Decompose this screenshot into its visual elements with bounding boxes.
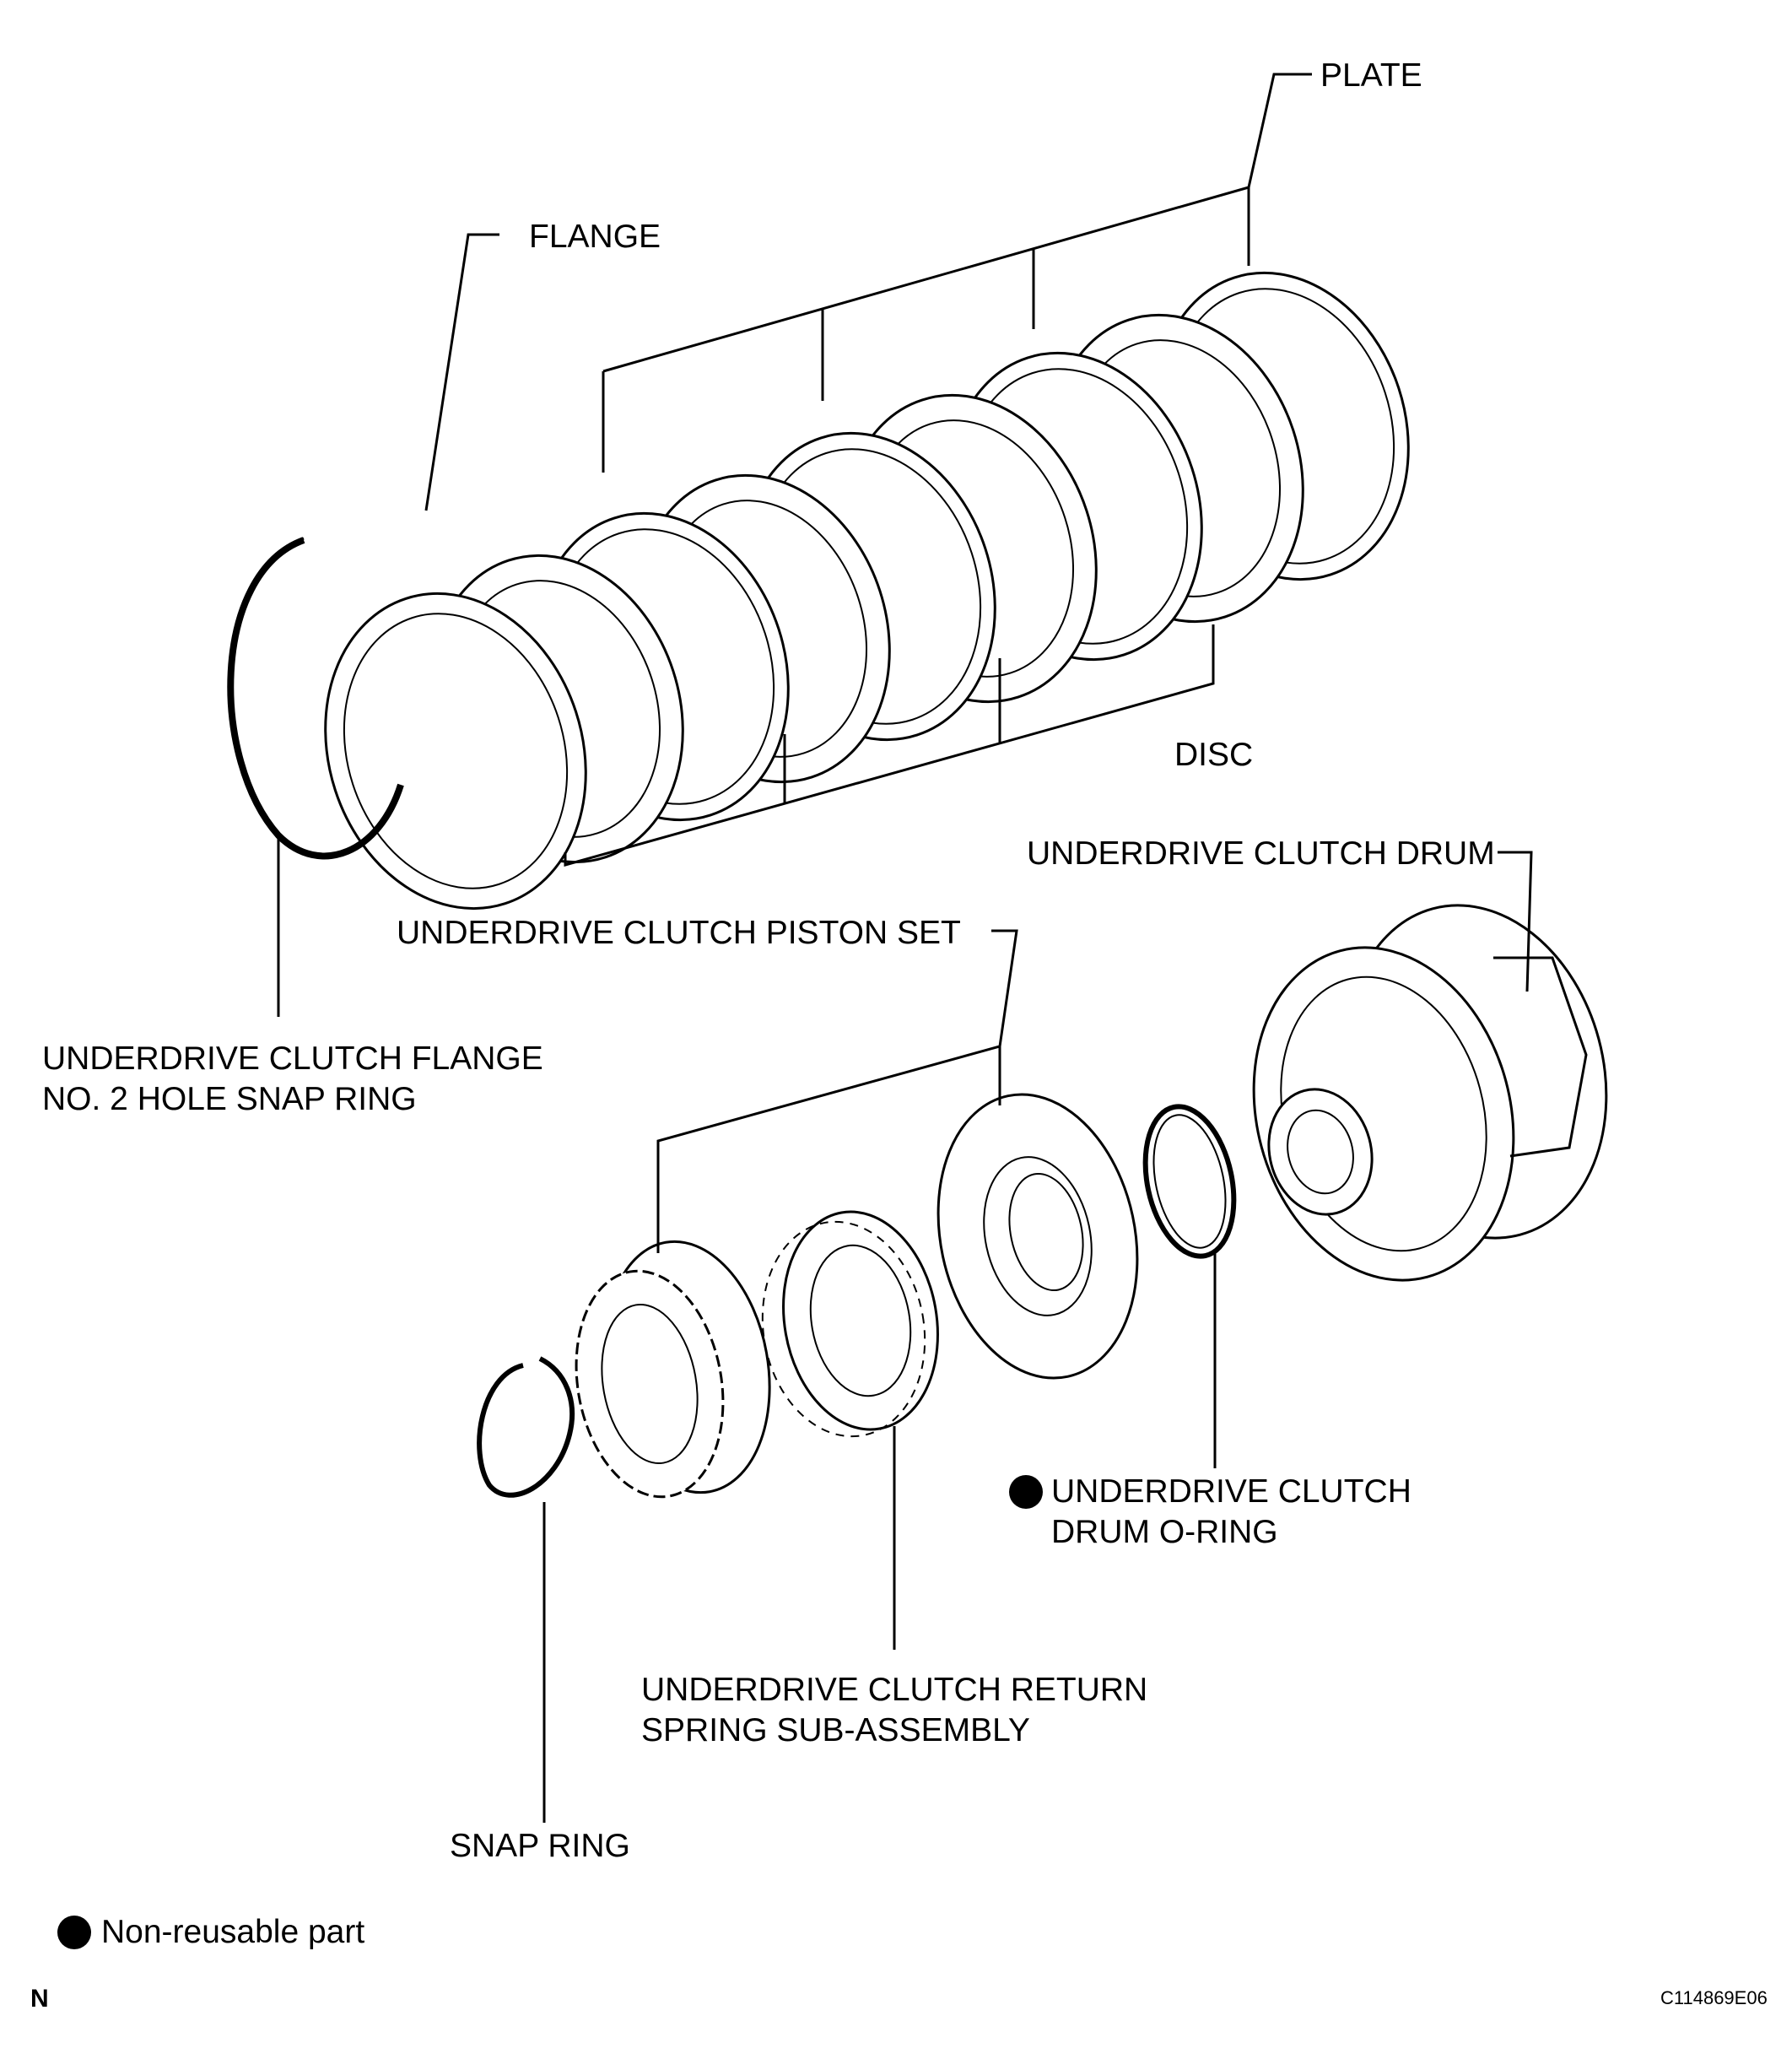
label-o-ring-2: DRUM O-RING [1051, 1514, 1278, 1550]
piston [936, 1093, 1139, 1380]
label-drum: UNDERDRIVE CLUTCH DRUM [1027, 835, 1495, 872]
label-plate: PLATE [1320, 57, 1422, 94]
label-disc: DISC [1174, 737, 1253, 773]
disc-bracket [564, 624, 1215, 867]
drum-assembly-group [477, 851, 1608, 1823]
legend-text: Non-reusable part [101, 1914, 364, 1950]
plate-bracket [602, 73, 1312, 473]
label-return-spring-1: UNDERDRIVE CLUTCH RETURN [641, 1672, 1147, 1708]
clutch-flange [324, 592, 587, 911]
non-reusable-marker [1009, 1475, 1043, 1509]
snap-ring [477, 1356, 575, 1498]
flange-hole-snap-ring [227, 537, 404, 860]
label-flange-snap-ring-2: NO. 2 HOLE SNAP RING [42, 1081, 417, 1117]
piston-inner-hub [575, 1240, 771, 1499]
drum-leader [1498, 851, 1533, 992]
label-flange: FLANGE [529, 219, 661, 255]
label-piston-set: UNDERDRIVE CLUTCH PISTON SET [397, 915, 961, 951]
legend-marker [57, 1916, 91, 1949]
flange-leader [424, 233, 499, 511]
drum-o-ring [1142, 1104, 1237, 1259]
return-spring-sub-assembly [761, 1210, 939, 1438]
corner-mark: N [30, 1985, 49, 2013]
label-o-ring-1: UNDERDRIVE CLUTCH [1051, 1473, 1411, 1510]
figure-code: C114869E06 [1660, 1987, 1768, 2008]
label-flange-snap-ring-1: UNDERDRIVE CLUTCH FLANGE [42, 1040, 543, 1077]
label-snap-ring: SNAP RING [450, 1828, 630, 1864]
underdrive-clutch-drum [1252, 904, 1608, 1282]
label-return-spring-2: SPRING SUB-ASSEMBLY [641, 1712, 1030, 1748]
piston-set-leader [656, 929, 1018, 1253]
clutch-pack-group [227, 73, 1410, 1017]
